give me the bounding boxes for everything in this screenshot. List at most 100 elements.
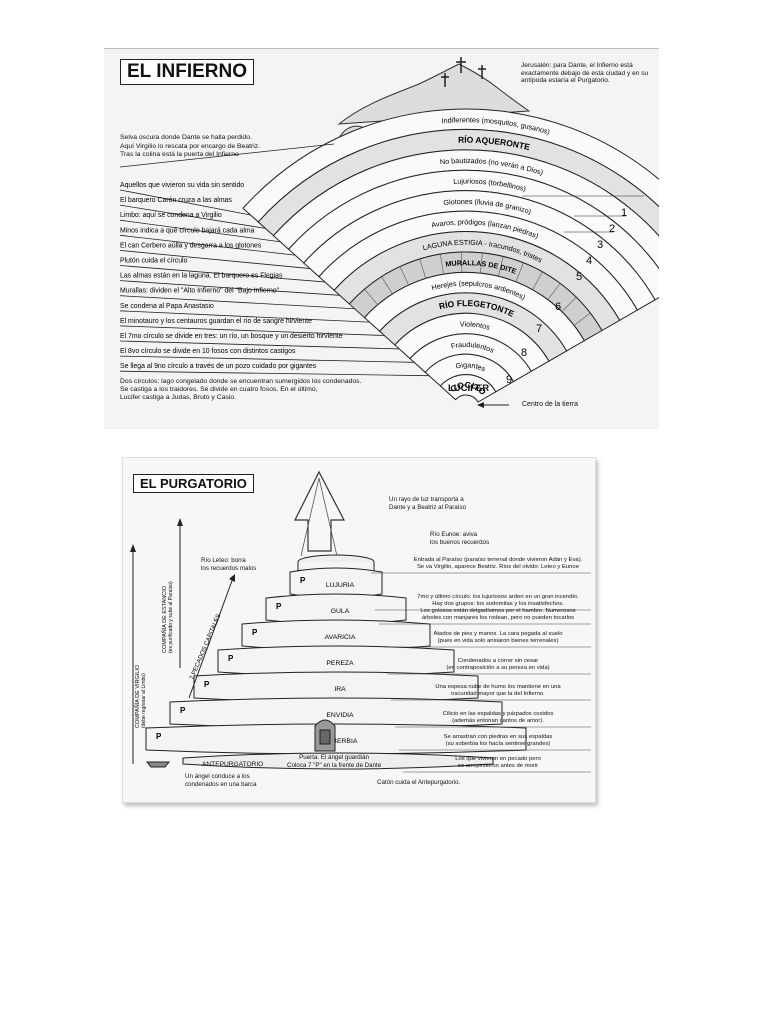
inferno-left-note: Se llega al 9no círculo a través de un p… xyxy=(120,363,317,370)
centro-arrow-head xyxy=(477,402,484,408)
note-line: (en contraposición a su pereza en vida) xyxy=(446,665,550,671)
eunoe-line-1: Río Eunoe: aviva xyxy=(430,531,478,538)
rayo-line-1: Un rayo de luz transporta a xyxy=(389,496,464,503)
angel-line-1: Un ángel conduce a los xyxy=(185,773,250,780)
purgatorio-right-note: Entrada al Paraíso (paraíso terrenal don… xyxy=(403,557,593,571)
inferno-guide-line xyxy=(119,234,296,256)
p-mark: P xyxy=(300,576,306,585)
inferno-guide-line xyxy=(119,219,281,243)
note-line: Hay dos grupos: los sodomitas y los insa… xyxy=(432,601,564,607)
note-line: (además entonan cantos de amor). xyxy=(452,718,544,724)
inferno-guide-line xyxy=(119,204,266,229)
inferno-left-note: Se condena al Papa Anastasio xyxy=(120,303,214,310)
puerta-line-2: Coloca 7 "P" en la frente de Dante xyxy=(287,761,382,769)
note-line: 7mo y último círculo: los lujuriosos ard… xyxy=(417,594,579,600)
selva-note: Selva oscura donde Dante se halla perdid… xyxy=(120,134,320,160)
leteo-line-1: Río Leteo: borra xyxy=(201,557,246,564)
bottom-note: Dos círculos: lago congelado donde se en… xyxy=(120,378,450,403)
wall-brick xyxy=(479,252,483,274)
antepurgatorio-base xyxy=(182,752,494,770)
inferno-guide-line xyxy=(119,340,400,350)
p-mark: P xyxy=(252,628,258,637)
inferno-drawing: Aquellos que vivieron su vida sin sentid… xyxy=(119,57,659,408)
puerta-note: Puerta. El ángel guardián Coloca 7 "P" e… xyxy=(287,754,381,769)
wall-brick xyxy=(573,312,591,326)
terrace-label: ENVIDIA xyxy=(326,712,354,719)
purgatorio-title: EL PURGATORIO xyxy=(133,474,254,493)
angel-barca-note: Un ángel conduce a los condenados en una… xyxy=(185,773,257,788)
bottom-line-1: Dos círculos: lago congelado donde se en… xyxy=(120,378,362,385)
light-ray-arrow xyxy=(294,470,345,552)
note-line: Se arrastran con piedras en sus espaldas xyxy=(443,734,553,740)
terrace-label: LUJURIA xyxy=(326,582,355,589)
caton-note: Catón cuida el Antepurgatorio. xyxy=(377,779,461,786)
wall-brick xyxy=(439,254,444,275)
inferno-left-note: El 8vo círculo se divide en 10 fosos con… xyxy=(120,348,296,355)
note-line: árboles con manjares los rodean, pero no… xyxy=(421,615,575,621)
terrace-label: PEREZA xyxy=(326,660,354,667)
inferno-left-note: Plutón cuida el círculo xyxy=(120,258,188,265)
p-mark: P xyxy=(156,732,162,741)
selva-line-1: Selva oscura donde Dante se halla perdid… xyxy=(120,134,252,141)
estancio-label: COMPAÑÍA DE ESTANCIO xyxy=(161,585,168,653)
leteo-note: Río Leteo: borra los recuerdos malos xyxy=(201,557,256,572)
note-line: Se va Virgilio, aparece Beatriz. Ríos de… xyxy=(417,564,579,570)
inferno-guide-line xyxy=(119,250,311,269)
rayo-note: Un rayo de luz transporta a Dante y a Be… xyxy=(389,496,466,511)
bottom-line-2: Se castiga a los traidores. Se divide en… xyxy=(120,386,318,394)
note-line: Atados de pies y manos. La cara pegada a… xyxy=(433,631,563,637)
rayo-line-2: Dante y a Beatriz al Paraíso xyxy=(389,503,467,511)
inferno-left-note: Minos indica a qué círculo bajará cada a… xyxy=(120,227,255,234)
inferno-left-note: Limbo: aquí se condena a Virgilio xyxy=(120,212,222,219)
ante-label: ANTEPURGATORIO xyxy=(202,761,264,768)
lucifer-label: LUCIFER xyxy=(448,383,490,394)
inferno-left-note: Las almas están en la laguna. El barquer… xyxy=(120,273,283,280)
p-mark: P xyxy=(276,602,282,611)
circle-number: 7 xyxy=(536,323,542,335)
circle-number: 4 xyxy=(586,255,592,267)
inferno-left-note: El can Cerbero aúlla y desgarra a los gl… xyxy=(120,242,262,249)
purgatorio-terraces: LUJURIAPGULAPAVARICIAPPEREZAPIRAPENVIDIA… xyxy=(145,554,527,770)
wall-brick xyxy=(399,266,409,286)
eunoe-note: Río Eunoe: aviva los buenos recuerdos xyxy=(430,531,489,546)
circle-number: 2 xyxy=(609,223,615,235)
wall-brick xyxy=(515,262,524,282)
inferno-band xyxy=(439,374,497,403)
circle-number: 6 xyxy=(555,301,561,313)
wall-brick xyxy=(547,283,561,300)
virgilio-sub: (debe regresar al Limbo) xyxy=(141,673,147,728)
wall-brick xyxy=(532,271,543,290)
purgatorio-right-note: Condenados a correr sin cesar(en contrap… xyxy=(403,658,593,672)
inferno-title: EL INFIERNO xyxy=(120,59,254,85)
wall-brick xyxy=(381,276,393,295)
note-line: oscuridad mayor que la del Infierno. xyxy=(451,691,545,697)
note-line: (pues en vida solo ansiaron bienes terre… xyxy=(437,638,559,644)
selva-line-3: Tras la colina está la puerta del Infier… xyxy=(120,151,239,158)
puerta-line-1: Puerta. El ángel guardián xyxy=(299,754,369,761)
inferno-guide-line xyxy=(119,189,251,216)
circle-number: 1 xyxy=(621,207,627,219)
inferno-guide-line xyxy=(119,310,370,323)
pecados-arrow xyxy=(188,577,234,699)
purgatorio-right-note: 7mo y último círculo: los lujuriosos ard… xyxy=(403,594,593,608)
summit-wall xyxy=(298,562,374,572)
inferno-diagram: EL INFIERNO Aquellos que vivieron su vid… xyxy=(104,48,659,429)
inferno-guide-line xyxy=(119,355,415,363)
eunoe-line-2: los buenos recuerdos xyxy=(430,538,490,546)
p-mark: P xyxy=(228,654,234,663)
inferno-left-note: El 7mo círculo se divide en tres: un río… xyxy=(120,333,343,340)
selva-line-2: Aquí Virgilio lo rescata por encargo de … xyxy=(120,142,261,150)
note-line: Condenados a correr sin cesar xyxy=(457,658,539,664)
inferno-guide-line xyxy=(119,370,430,377)
inferno-guide-line xyxy=(119,295,355,310)
note-line: Entrada al Paraíso (paraíso terrenal don… xyxy=(413,557,583,563)
terrace-label: GULA xyxy=(331,608,350,615)
note-line: se arrepintieron antes de morir xyxy=(457,763,539,769)
terrace-label: SOBERBIA xyxy=(323,738,358,745)
p-mark: P xyxy=(180,706,186,715)
wall-brick xyxy=(419,258,427,279)
p-mark: P xyxy=(204,680,210,689)
